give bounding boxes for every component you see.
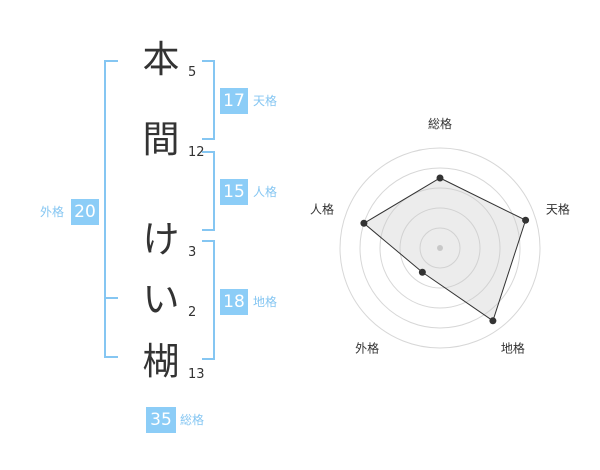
chikaku-label: 地格 <box>253 295 278 309</box>
radar-ring <box>359 167 521 329</box>
name-char-1: 本 <box>142 38 180 81</box>
jinkaku-value: 15 <box>220 179 248 205</box>
stroke-count-3: 3 <box>188 245 197 260</box>
soukaku-value: 35 <box>146 407 176 433</box>
tenkaku-label: 天格 <box>253 94 278 108</box>
radar-point-1 <box>436 174 444 182</box>
stroke-count-5: 13 <box>188 367 205 382</box>
radar-center-dot <box>437 245 443 251</box>
radar-axis-label-3: 地格 <box>501 340 525 355</box>
radar-axis-label-4: 外格 <box>355 340 379 355</box>
gaikaku-value: 20 <box>71 199 99 225</box>
radar-ring <box>399 207 481 289</box>
radar-ring <box>379 187 501 309</box>
name-char-4: い <box>142 278 180 321</box>
stroke-count-4: 2 <box>188 305 197 320</box>
chikaku-value: 18 <box>220 289 248 315</box>
tenkaku-value: 17 <box>220 88 248 114</box>
radar-axis-label-1: 総格 <box>428 116 452 131</box>
radar-axis-label-5: 人格 <box>310 202 334 217</box>
soukaku-label: 総格 <box>180 413 205 427</box>
name-char-2: 間 <box>142 118 180 161</box>
radar-point-4 <box>418 268 426 276</box>
radar-point-3 <box>489 317 497 325</box>
jinkaku-label: 人格 <box>253 185 278 199</box>
stroke-count-2: 12 <box>188 145 205 160</box>
name-char-5: 楜 <box>142 340 180 383</box>
gaikaku-label: 外格 <box>40 205 65 219</box>
name-char-3: け <box>142 218 180 261</box>
stroke-count-1: 5 <box>188 65 197 80</box>
radar-data-polygon <box>363 177 527 322</box>
radar-ring <box>419 227 461 269</box>
radar-point-5 <box>360 219 368 227</box>
radar-axis-label-2: 天格 <box>546 202 570 217</box>
radar-point-2 <box>522 216 530 224</box>
